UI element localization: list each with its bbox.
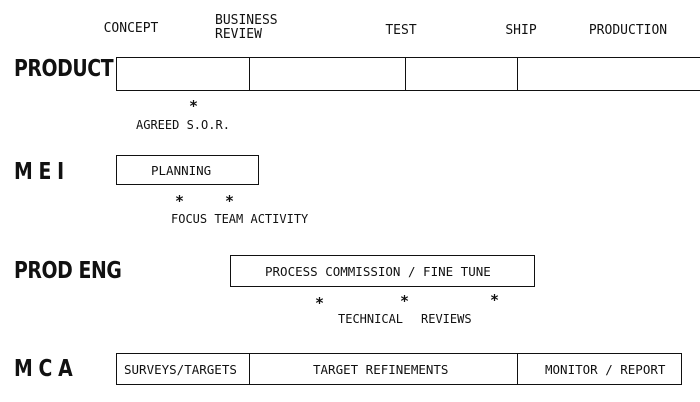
mca-segment-refinements: TARGET REFINEMENTS — [250, 354, 518, 384]
mca-surveys-label: SURVEYS/TARGETS — [124, 362, 237, 377]
note-reviews: REVIEWS — [421, 312, 472, 326]
milestone-star: * — [315, 294, 325, 312]
note-technical: TECHNICAL — [338, 312, 404, 326]
phase-production: PRODUCTION — [588, 23, 668, 38]
phase-business-review-text: BUSINESS REVIEW — [215, 13, 278, 42]
row-label-mei: M E I — [14, 159, 64, 185]
phase-business-review: BUSINESS REVIEW — [215, 14, 300, 42]
product-segment-test — [406, 58, 518, 90]
note-agreed-sor: AGREED S.O.R. — [136, 118, 230, 132]
mca-segment-surveys: SURVEYS/TARGETS — [117, 354, 250, 384]
prod-eng-process-box: PROCESS COMMISSION / FINE TUNE — [230, 255, 535, 287]
mei-planning-box: PLANNING — [116, 155, 259, 185]
milestone-star: * — [175, 192, 185, 210]
note-focus-team-activity: FOCUS TEAM ACTIVITY — [171, 212, 309, 226]
row-label-prod-eng: PROD ENG — [14, 258, 122, 284]
milestone-star: * — [225, 192, 235, 210]
product-segment-concept — [117, 58, 250, 90]
prod-eng-process-label: PROCESS COMMISSION / FINE TUNE — [265, 264, 491, 279]
milestone-star: * — [189, 97, 199, 115]
milestone-star: * — [490, 291, 500, 309]
row-label-product: PRODUCT — [14, 56, 114, 82]
mca-refinements-label: TARGET REFINEMENTS — [313, 362, 449, 377]
mca-monitor-label: MONITOR / REPORT — [545, 362, 666, 377]
row-label-mca: M C A — [14, 356, 73, 382]
product-timeline-bar — [116, 57, 700, 91]
product-segment-business — [250, 58, 406, 90]
phase-ship: SHIP — [505, 23, 537, 38]
phase-test: TEST — [385, 23, 417, 38]
milestone-star: * — [400, 292, 410, 310]
mei-planning-label: PLANNING — [151, 163, 212, 178]
phase-concept: CONCEPT — [103, 21, 159, 36]
mca-timeline-bar: SURVEYS/TARGETS TARGET REFINEMENTS MONIT… — [116, 353, 682, 385]
